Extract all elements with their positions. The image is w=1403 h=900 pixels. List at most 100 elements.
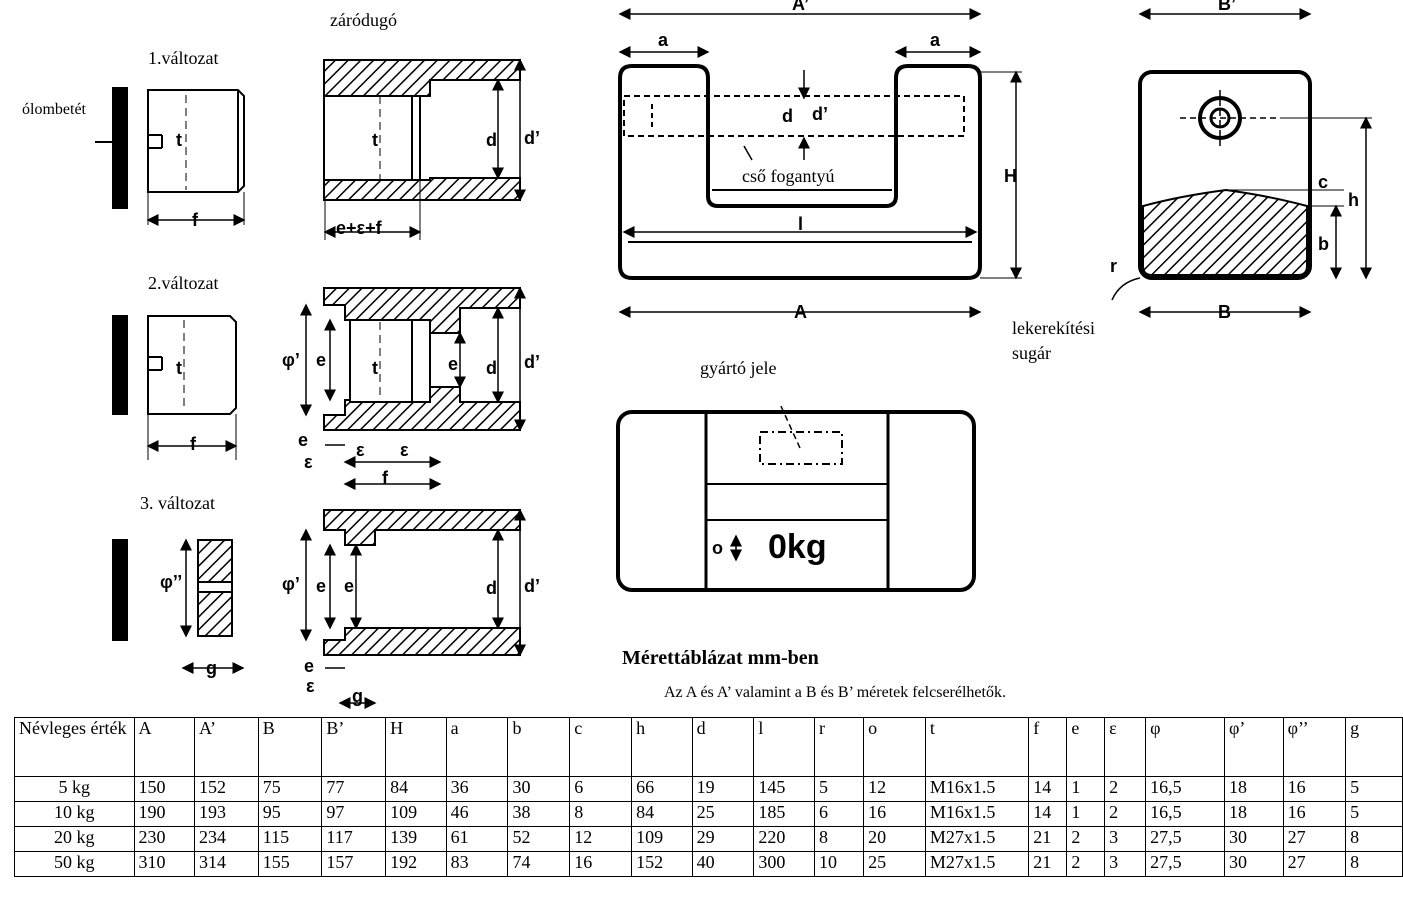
table-cell: 25 — [691, 801, 755, 827]
table-cell: 61 — [445, 826, 509, 852]
table-cell: 30 — [1223, 826, 1284, 852]
dim-r: r — [1110, 256, 1118, 276]
table-cell: 83 — [445, 851, 509, 877]
table-header-cell: Névleges érték — [14, 717, 135, 777]
table-header-cell: H — [385, 717, 447, 777]
table-cell: 152 — [631, 851, 693, 877]
label-lekerekitesi: lekerekítési — [1012, 318, 1095, 338]
table-header-cell: c — [569, 717, 633, 777]
dim-d-prime-v2: d’ — [524, 352, 540, 372]
dim-g-v3: g — [206, 658, 217, 678]
table-cell: 84 — [385, 776, 447, 802]
table-header-cell: g — [1345, 717, 1403, 777]
table-cell: 157 — [321, 851, 387, 877]
table-cell: 1 — [1066, 776, 1106, 802]
table-cell: 19 — [691, 776, 755, 802]
table-header-cell: o — [863, 717, 926, 777]
table-cell: 18 — [1223, 801, 1284, 827]
weight-marking: 0kg — [768, 528, 827, 566]
label-variant-3: 3. változat — [140, 493, 215, 513]
dim-H: H — [1004, 166, 1017, 186]
table-cell: 2 — [1066, 851, 1106, 877]
table-cell: 185 — [753, 801, 815, 827]
dim-e-v2: e — [298, 430, 309, 450]
dim-d-prime-handle: d’ — [812, 104, 828, 124]
table-cell: 155 — [257, 851, 323, 877]
table-cell: 109 — [631, 826, 693, 852]
table-cell: M27x1.5 — [924, 851, 1030, 877]
table-cell: 21 — [1028, 826, 1068, 852]
table-cell: 192 — [385, 851, 447, 877]
dim-t-socket-v1: t — [372, 130, 378, 150]
table-cell: 27 — [1282, 851, 1347, 877]
table-header-cell: B’ — [321, 717, 387, 777]
variant2-socket — [300, 286, 526, 490]
table-cell: 8 — [1345, 826, 1403, 852]
dim-b: b — [1318, 234, 1329, 254]
table-header-cell: l — [753, 717, 815, 777]
dim-f-v1: f — [192, 210, 198, 230]
table-cell: 50 kg — [14, 851, 135, 877]
label-variant-2: 2.változat — [148, 273, 219, 293]
table-cell: 10 kg — [14, 801, 135, 827]
dim-A: A — [794, 302, 807, 322]
table-cell: 21 — [1028, 851, 1068, 877]
dim-d-handle: d — [782, 106, 793, 126]
table-cell: 74 — [507, 851, 571, 877]
dim-phi-v3: e — [316, 576, 327, 596]
table-cell: 40 — [691, 851, 755, 877]
table-cell: 12 — [863, 776, 926, 802]
table-cell: 115 — [257, 826, 323, 852]
table-cell: M16x1.5 — [924, 801, 1030, 827]
dim-e-socket-v2: e — [448, 354, 459, 374]
dim-phi-v2: e — [316, 350, 327, 370]
table-cell: 20 — [863, 826, 926, 852]
table-cell: M27x1.5 — [924, 826, 1030, 852]
dim-d-v1: d — [486, 130, 497, 150]
table-cell: M16x1.5 — [924, 776, 1030, 802]
weight-front-view — [618, 8, 1022, 318]
variant2-drawing — [112, 315, 238, 460]
table-header-cell: h — [631, 717, 693, 777]
table-header-cell: r — [813, 717, 865, 777]
dim-f-v2: f — [190, 434, 196, 454]
table-cell: 16 — [863, 801, 926, 827]
label-zarodugo: záródugó — [330, 10, 397, 30]
dim-e-eps-f: e+ε+f — [336, 218, 382, 238]
table-cell: 16 — [1282, 776, 1347, 802]
table-cell: 220 — [753, 826, 815, 852]
dim-phi-prime-v2: φ’ — [282, 350, 300, 370]
table-header-cell: e — [1066, 717, 1106, 777]
table-cell: 16,5 — [1145, 801, 1225, 827]
dim-d-v3: d — [486, 578, 497, 598]
table-header-cell: a — [445, 717, 509, 777]
table-header-cell: φ — [1145, 717, 1225, 777]
table-cell: 27,5 — [1145, 851, 1225, 877]
variant1-drawing — [95, 87, 246, 226]
table-cell: 8 — [813, 826, 865, 852]
table-header-cell: d — [691, 717, 755, 777]
table-cell: 5 — [1345, 801, 1403, 827]
table-cell: 52 — [507, 826, 571, 852]
dim-eps-v2-b: ε — [400, 440, 409, 460]
variant3-socket — [300, 508, 526, 709]
table-cell: 25 — [863, 851, 926, 877]
dim-t-v2: t — [176, 358, 182, 378]
table-cell: 30 — [1223, 851, 1284, 877]
table-cell: 77 — [321, 776, 387, 802]
table-title: Mérettáblázat mm-ben — [622, 647, 819, 669]
dim-phi-prime-v3: φ’ — [282, 574, 300, 594]
table-cell: 193 — [194, 801, 259, 827]
dim-e-v3: e — [304, 656, 315, 676]
label-sugar: sugár — [1012, 343, 1051, 363]
label-cso-fogantyu: cső fogantyú — [742, 166, 835, 186]
table-header-cell: A — [133, 717, 196, 777]
variant1-socket — [323, 58, 526, 240]
table-cell: 95 — [257, 801, 323, 827]
table-cell: 16 — [1282, 801, 1347, 827]
table-cell: 190 — [133, 801, 196, 827]
dim-o: o — [712, 538, 723, 558]
